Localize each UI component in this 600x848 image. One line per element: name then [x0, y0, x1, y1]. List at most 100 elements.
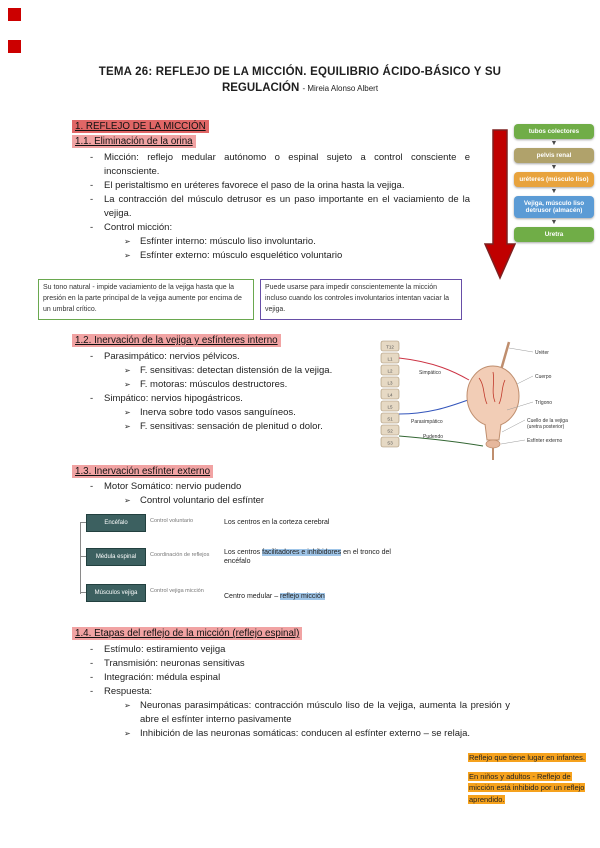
- green-note-box: Su tono natural - impide vaciamiento de …: [38, 279, 254, 320]
- dash-bullet: -: [90, 644, 94, 655]
- pudendal-nerve-line: [398, 435, 484, 447]
- flow-down-arrow-icon: ▼: [550, 140, 558, 147]
- label-esfinter-externo: Esfínter externo: [527, 438, 563, 444]
- sub-list-item-text: Esfínter externo: músculo esquelético vo…: [140, 250, 343, 261]
- sub-list-item-text: F. motoras: músculos destructores.: [140, 379, 288, 390]
- desc-2-post: en el tronco del encéfalo: [224, 549, 391, 566]
- sub-list-item-text: F. sensitivas: sensación de plenitud o d…: [140, 421, 323, 432]
- list-item: - Estímulo: estiramiento vejiga: [72, 643, 512, 657]
- list-item-text: La contracción del músculo detrusor es u…: [104, 194, 470, 219]
- list-item-text: Micción: reflejo medular autónomo o espi…: [104, 152, 470, 177]
- dash-bullet: -: [90, 222, 94, 233]
- green-note-text: Su tono natural - impide vaciamiento de …: [43, 284, 242, 313]
- list-item-text: Motor Somático: nervio pudendo: [104, 481, 242, 492]
- list-item-text: Estímulo: estiramiento vejiga: [104, 644, 226, 655]
- centers-box-musculos: Músculos vejiga: [86, 584, 146, 602]
- flow-down-arrow-icon: ▼: [550, 188, 558, 195]
- bladder-shape: [466, 341, 520, 460]
- section-1-heading: 1. REFLEJO DE LA MICCIÓN: [72, 120, 209, 133]
- title-line-1: TEMA 26: REFLEJO DE LA MICCIÓN. EQUILIBR…: [98, 66, 502, 78]
- arrow-bullet: ➢: [124, 237, 131, 246]
- arrow-bullet: ➢: [124, 408, 131, 417]
- vertebra-label: L1: [387, 357, 393, 362]
- section-1-4-list: - Estímulo: estiramiento vejiga - Transm…: [72, 643, 512, 741]
- label-cuello-2: (uretra posterior): [527, 424, 565, 430]
- title-author: - Mireia Alonso Albert: [302, 84, 379, 93]
- centers-desc-line-2: Los centros facilitadores e inhibidores …: [224, 548, 392, 566]
- vertebra-label: S3: [387, 441, 393, 446]
- sub-list-item: ➢ Esfínter interno: músculo liso involun…: [72, 235, 472, 249]
- section-1-4-heading: 1.4. Etapas del reflejo de la micción (r…: [72, 627, 303, 640]
- dash-bullet: -: [90, 351, 94, 362]
- arrow-bullet: ➢: [124, 701, 131, 710]
- list-item-text: Integración: médula espinal: [104, 672, 221, 683]
- desc-2-highlight: facilitadores e inhibidores: [262, 549, 342, 556]
- list-item: - Micción: reflejo medular autónomo o es…: [72, 151, 472, 179]
- section-1-3-heading-text: 1.3. Inervación esfínter externo: [72, 465, 214, 478]
- label-pudendo: Pudendo: [423, 434, 443, 440]
- list-item-text: Simpático: nervios hipogástricos.: [104, 393, 243, 404]
- red-corner-marker-second: [8, 40, 21, 53]
- arrow-bullet: ➢: [124, 380, 131, 389]
- flow-down-arrow-icon: ▼: [550, 164, 558, 171]
- bladder-innervation-diagram: T12 L1 L2 L3 L4 L5 S1 S2 S3 Simpático Pa…: [380, 340, 568, 460]
- list-item: - Respuesta:: [72, 685, 512, 699]
- list-item: - La contracción del músculo detrusor es…: [72, 193, 472, 221]
- centers-box-encefalo: Encéfalo: [86, 514, 146, 532]
- dash-bullet: -: [90, 672, 94, 683]
- section-1-2-heading: 1.2. Inervación de la vejiga y esfíntere…: [72, 334, 281, 347]
- centers-side-label: Coordinación de reflejos: [150, 552, 210, 558]
- section-1-3-list: - Motor Somático: nervio pudendo ➢ Contr…: [72, 480, 372, 508]
- centers-desc-line-1: Los centros en la corteza cerebral: [224, 519, 330, 526]
- title-regulacion: REGULACIÓN: [221, 82, 300, 94]
- section-1-1-heading-text: 1.1. Eliminación de la orina: [72, 135, 196, 148]
- sub-list-item: ➢ Control voluntario del esfínter: [72, 494, 372, 508]
- dash-bullet: -: [90, 152, 94, 163]
- dash-bullet: -: [90, 481, 94, 492]
- desc-3-pre: Centro medular –: [224, 593, 281, 600]
- sub-list-item: ➢ Esfínter externo: músculo esquelético …: [72, 249, 472, 263]
- connector-stub: [80, 592, 86, 593]
- flow-box-tubos-colectores: tubos colectores: [514, 124, 594, 139]
- sub-list-item-text: F. sensitivas: detectan distensión de la…: [140, 365, 333, 376]
- list-item-text: Transmisión: neuronas sensitivas: [104, 658, 245, 669]
- arrow-bullet: ➢: [124, 496, 131, 505]
- connector-stub: [80, 556, 86, 557]
- list-item: - El peristaltismo en uréteres favorece …: [72, 179, 472, 193]
- infant-reflex-note-p2: En niños y adultos - Reflejo de micción …: [468, 771, 596, 806]
- urine-flow-diagram: tubos colectores ▼ pelvis renal ▼ uréter…: [514, 124, 594, 242]
- section-1-1-list: - Micción: reflejo medular autónomo o es…: [72, 151, 472, 263]
- desc-2-pre: Los centros: [224, 549, 263, 556]
- list-item: - Simpático: nervios hipogástricos.: [72, 392, 360, 406]
- centers-desc-line-3: Centro medular – reflejo micción: [224, 592, 392, 601]
- dash-bullet: -: [90, 686, 94, 697]
- section-1-4-heading-text: 1.4. Etapas del reflejo de la micción (r…: [72, 627, 303, 640]
- list-item: - Motor Somático: nervio pudendo: [72, 480, 372, 494]
- purple-note-text: Puede usarse para impedir conscientement…: [265, 284, 450, 313]
- centers-box-medula: Médula espinal: [86, 548, 146, 566]
- list-item-text: Control micción:: [104, 222, 173, 233]
- sub-list-item-text: Control voluntario del esfínter: [140, 495, 265, 506]
- sub-list-item: ➢ Neuronas parasimpáticas: contracción m…: [72, 699, 512, 727]
- list-item: - Integración: médula espinal: [72, 671, 512, 685]
- centers-side-label: Control vejiga micción: [150, 588, 204, 594]
- list-item: - Transmisión: neuronas sensitivas: [72, 657, 512, 671]
- dash-bullet: -: [90, 180, 94, 191]
- title-line-2: REGULACIÓN - Mireia Alonso Albert: [40, 82, 560, 94]
- parasympathetic-nerve-line: [398, 399, 469, 415]
- orange-highlight-text: En niños y adultos - Reflejo de micción …: [468, 771, 586, 804]
- list-item-text: Respuesta:: [104, 686, 153, 697]
- list-item-text: Parasimpático: nervios pélvicos.: [104, 351, 240, 362]
- vertebra-label: L2: [387, 369, 393, 374]
- label-trigono: Trígono: [535, 400, 552, 406]
- dash-bullet: -: [90, 658, 94, 669]
- vertebra-label: S2: [387, 429, 393, 434]
- connector-line: [80, 522, 81, 594]
- arrow-bullet: ➢: [124, 251, 131, 260]
- flow-box-ureteres: uréteres (músculo liso): [514, 172, 594, 187]
- red-arrow-shape: [484, 129, 516, 280]
- sub-list-item: ➢ F. sensitivas: sensación de plenitud o…: [72, 420, 360, 434]
- infant-reflex-note-p1: Reflejo que tiene lugar en infantes.: [468, 752, 596, 764]
- desc-3-highlight: reflejo micción: [280, 593, 325, 600]
- sub-list-item-text: Esfínter interno: músculo liso involunta…: [140, 236, 316, 247]
